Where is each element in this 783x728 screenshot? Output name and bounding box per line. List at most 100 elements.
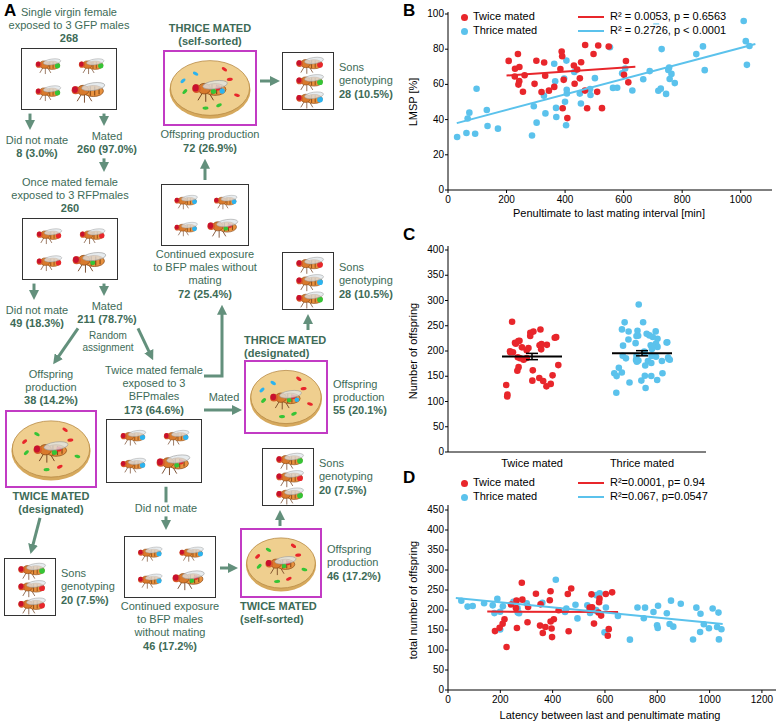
- tick-mark: [445, 325, 448, 326]
- tick-mark: [445, 376, 448, 377]
- text-group: Sons genotyping28 (10.5%): [339, 61, 402, 101]
- data-point: [546, 597, 553, 604]
- fly-wing: [171, 429, 189, 437]
- tick-mark: [445, 351, 448, 352]
- group-label: TWICE MATED (designated): [2, 490, 100, 516]
- axis-title: Twice mated: [501, 457, 563, 470]
- tick-label: 200: [427, 604, 444, 616]
- flow-step: Mated260 (97.0%): [74, 128, 140, 158]
- tick-mark: [761, 690, 762, 693]
- fly-picture: [263, 449, 313, 505]
- tick-label: 300: [427, 295, 444, 307]
- legend-line: [578, 496, 604, 498]
- tick-label: 200: [492, 694, 509, 706]
- fly-eye: [19, 566, 24, 572]
- data-point: [621, 319, 628, 326]
- count-text: 268: [1, 32, 137, 45]
- flow-step: Sons genotyping20 (7.5%): [262, 446, 382, 508]
- axis-line: [448, 452, 706, 453]
- tick-mark: [565, 190, 566, 193]
- fly-figure: [72, 81, 106, 102]
- data-point: [635, 301, 642, 308]
- row-group: Sons genotyping28 (10.5%): [282, 252, 402, 310]
- flow-arrow: [220, 567, 232, 570]
- fly-figure: [164, 429, 190, 445]
- tick-label: 60: [433, 78, 444, 90]
- data-point: [697, 610, 704, 617]
- fly-eye: [297, 95, 302, 101]
- count-text: 28 (10.5%): [339, 288, 402, 301]
- fly-head: [296, 60, 303, 67]
- fly-head: [72, 86, 80, 94]
- data-point: [533, 590, 540, 597]
- data-point: [548, 625, 555, 632]
- fly-head: [138, 577, 144, 583]
- tick-mark: [445, 154, 448, 155]
- fly-eye: [175, 225, 179, 230]
- fly-figure: [18, 597, 46, 615]
- axis-line: [448, 12, 449, 190]
- data-point: [549, 372, 556, 379]
- fly-head: [296, 95, 303, 102]
- fly-picture: [246, 362, 326, 432]
- fly-eye: [34, 445, 40, 452]
- data-point: [551, 84, 558, 91]
- fly-head: [276, 474, 283, 481]
- step-text: Sons genotyping: [319, 457, 382, 483]
- row-group: Sons genotyping20 (7.5%): [262, 448, 382, 506]
- tick-label: 0: [438, 184, 444, 196]
- tick-label: 450: [427, 504, 444, 516]
- fly-figure: [121, 429, 147, 445]
- data-point: [613, 373, 620, 380]
- fly-figure: [192, 79, 228, 102]
- data-point: [519, 579, 526, 586]
- data-point: [650, 609, 657, 616]
- row-group: Offspring production46 (17.2%): [240, 528, 390, 598]
- data-point: [744, 62, 751, 69]
- culture-vial: [163, 50, 257, 126]
- egg: [265, 547, 272, 553]
- legend-swatch: [461, 14, 468, 21]
- fly-group: [106, 419, 202, 483]
- edge-label: Did not mate: [133, 503, 199, 516]
- egg: [44, 468, 50, 472]
- fly-figure: [296, 256, 324, 274]
- axis-line: [448, 690, 776, 691]
- fly-picture: [162, 185, 248, 245]
- data-point: [552, 576, 559, 583]
- fly-figure: [296, 291, 324, 309]
- egg: [300, 387, 306, 391]
- fly-figure: [37, 227, 63, 243]
- data-point: [659, 358, 666, 365]
- data-point: [642, 362, 649, 369]
- fly-figure: [276, 452, 304, 470]
- data-point: [693, 51, 700, 58]
- step-text: Offspring production: [333, 378, 394, 404]
- legend-line: [578, 482, 604, 484]
- data-point: [578, 59, 585, 66]
- fly-eye: [193, 85, 199, 92]
- egg: [62, 426, 69, 432]
- tick-label: 350: [427, 269, 444, 281]
- egg: [301, 567, 308, 571]
- flow-step: Sons genotyping20 (7.5%): [4, 556, 120, 618]
- fly-figure: [18, 562, 46, 580]
- fly-head: [138, 550, 144, 556]
- group-label: THRICE MATED (designated): [244, 334, 344, 360]
- fly-head: [265, 560, 273, 568]
- error-bar: [636, 350, 648, 352]
- tick-label: 400: [427, 524, 444, 536]
- fly-head: [121, 461, 127, 467]
- data-point: [489, 602, 496, 609]
- fly-wing: [284, 487, 304, 496]
- data-point: [620, 342, 627, 349]
- data-point: [538, 89, 545, 96]
- egg: [279, 415, 285, 419]
- fly-head: [296, 278, 303, 285]
- flow-arrow: [57, 328, 78, 359]
- count-text: 260 (97.0%): [74, 143, 140, 156]
- fly-group: [21, 48, 117, 110]
- data-point: [551, 60, 558, 67]
- data-point: [546, 87, 553, 94]
- egg: [182, 89, 189, 96]
